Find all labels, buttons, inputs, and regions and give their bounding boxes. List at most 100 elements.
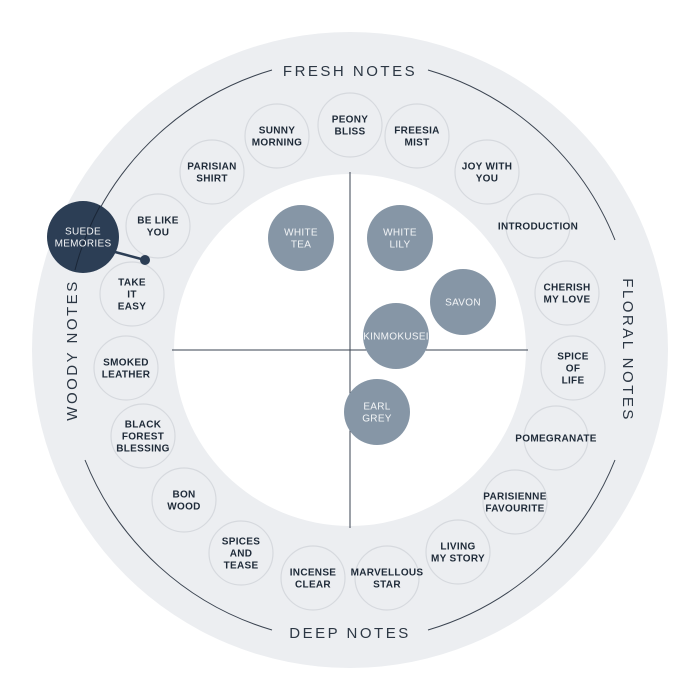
fragrance-option-label-line: CHERISH (543, 283, 590, 294)
option-circle[interactable] (244, 103, 310, 169)
option-circle[interactable] (505, 193, 571, 259)
fragrance-option-label-line: INCENSE (290, 568, 337, 579)
option-circle[interactable] (93, 335, 159, 401)
placed-fragrance-label-line: KINMOKUSEI (363, 332, 429, 343)
fragrance-option-label-line: SPICE (557, 352, 589, 363)
option-circle[interactable] (354, 545, 420, 611)
fragrance-option-label-line: FAVOURITE (485, 504, 544, 515)
arc-overlay (74, 205, 101, 271)
fragrance-option-label-line: BE LIKE (137, 216, 179, 227)
arc-floral-deep (427, 459, 616, 631)
option-circle[interactable] (110, 403, 176, 469)
fragrance-option-label-line: BON (172, 490, 195, 501)
option-circle[interactable] (179, 139, 245, 205)
placed-circle[interactable] (367, 205, 433, 271)
option-circle[interactable] (425, 519, 491, 585)
option-circle[interactable] (125, 193, 191, 259)
fragrance-option-label-line: EASY (118, 302, 146, 313)
fragrance-option-label-line: YOU (476, 174, 499, 185)
fragrance-option-label-line: CLEAR (295, 580, 331, 591)
option-circle[interactable] (151, 467, 217, 533)
placed-fragrance-label-line: TEA (291, 240, 311, 251)
drag-handle-dot[interactable] (140, 255, 150, 265)
placed-circle[interactable] (363, 303, 429, 369)
section-label-woody: WOODY NOTES (64, 279, 81, 420)
selected-fragrance-label-line: MEMORIES (55, 239, 112, 250)
selected-circle[interactable] (47, 201, 119, 273)
fragrance-option[interactable]: INTRODUCTION (498, 193, 578, 259)
option-circle[interactable] (280, 545, 346, 611)
fragrance-option-label-line: STAR (373, 580, 401, 591)
arc-deep-woody (84, 459, 273, 631)
fragrance-option-label-line: SHIRT (196, 174, 228, 185)
option-circle[interactable] (523, 405, 589, 471)
fragrance-option-label-line: MORNING (252, 138, 302, 149)
placed-fragrance-label-line: EARL (363, 402, 390, 413)
section-label-deep: DEEP NOTES (289, 625, 410, 642)
option-circle[interactable] (208, 520, 274, 586)
fragrance-option-label-line: PARISIENNE (483, 492, 546, 503)
fragrance-option-label-line: MY STORY (431, 554, 485, 565)
placed-circle[interactable] (430, 269, 496, 335)
fragrance-option-label-line: SUNNY (259, 126, 296, 137)
fragrance-option-label-line: PARISIAN (187, 162, 236, 173)
fragrance-option-label-line: FREESIA (394, 126, 439, 137)
option-circle[interactable] (534, 260, 600, 326)
option-circle[interactable] (99, 261, 165, 327)
fragrance-option-label-line: INTRODUCTION (498, 222, 578, 233)
placed-fragrance[interactable]: KINMOKUSEI (363, 303, 429, 369)
placed-fragrance[interactable]: SAVON (430, 269, 496, 335)
fragrance-option-label-line: AND (230, 549, 253, 560)
option-circle[interactable] (482, 469, 548, 535)
placed-circle[interactable] (268, 205, 334, 271)
fragrance-option-label-line: JOY WITH (462, 162, 513, 173)
section-label-floral: FLORAL NOTES (619, 278, 636, 422)
fragrance-option-label-line: BLESSING (116, 444, 170, 455)
fragrance-option-label-line: PEONY (332, 115, 369, 126)
fragrance-option-label-line: BLISS (335, 127, 366, 138)
fragrance-option-label-line: TAKE (118, 278, 146, 289)
placed-fragrance-label-line: LILY (389, 240, 410, 251)
placed-circle[interactable] (344, 379, 410, 445)
placed-fragrance-label-line: GREY (362, 414, 392, 425)
fragrance-option-label-line: SMOKED (103, 358, 149, 369)
placed-fragrance-label-line: WHITE (284, 228, 318, 239)
fragrance-option-label-line: IT (127, 290, 137, 301)
placed-fragrance-label-line: WHITE (383, 228, 417, 239)
fragrance-option-label-line: MY LOVE (544, 295, 591, 306)
option-circle[interactable] (540, 335, 606, 401)
fragrance-option[interactable]: POMEGRANATE (515, 405, 596, 471)
fragrance-option-label-line: YOU (147, 228, 170, 239)
fragrance-option-label-line: LEATHER (102, 370, 151, 381)
option-circle[interactable] (384, 103, 450, 169)
fragrance-option-label-line: MARVELLOUS (351, 568, 424, 579)
option-circle[interactable] (454, 139, 520, 205)
fragrance-option-label-line: POMEGRANATE (515, 434, 596, 445)
placed-fragrance-label-line: SAVON (445, 298, 481, 309)
option-circle[interactable] (317, 92, 383, 158)
fragrance-option-label-line: BLACK (125, 420, 162, 431)
fragrance-option-label-line: TEASE (224, 561, 259, 572)
